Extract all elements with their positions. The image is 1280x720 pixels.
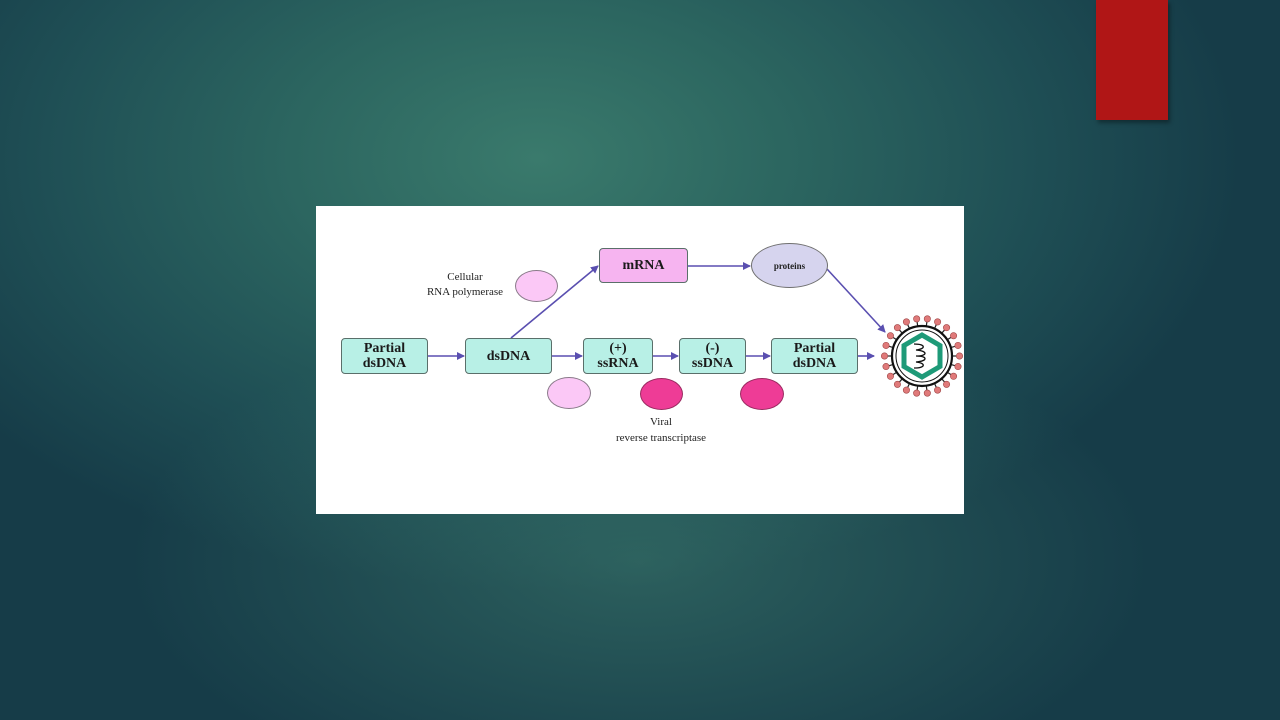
label-cellular-line2: RNA polymerase [426, 286, 504, 298]
virus-spike-tip [902, 318, 910, 326]
label-viral-line2: reverse transcriptase [615, 432, 707, 444]
virus-spike-tip [902, 386, 910, 394]
virus-spike-tip [886, 372, 894, 380]
virus-spike-tip [950, 372, 958, 380]
label-viral-line1: Viral [650, 416, 672, 428]
node-plus-ssrna: (+) ssRNA [583, 338, 653, 374]
virus-spike-tip [880, 352, 888, 360]
node-minus-ssdna: (-) ssDNA [679, 338, 746, 374]
virus-particle-icon [880, 315, 963, 397]
virus-spike-tip [950, 332, 958, 340]
virus-spike-tip [934, 386, 942, 394]
virus-spike-tips [880, 315, 963, 397]
virus-spike-tip [954, 341, 962, 349]
cellular-polymerase-ellipse-2 [547, 377, 591, 409]
virus-spike-tip [943, 324, 951, 332]
node-dsdna: dsDNA [465, 338, 552, 374]
virus-genome [913, 343, 926, 369]
virus-spike-tip [954, 363, 962, 371]
viral-rt-ellipse-2 [740, 378, 784, 410]
accent-bar [1096, 0, 1168, 120]
node-mrna: mRNA [599, 248, 688, 283]
virus-spike-tip [923, 389, 931, 397]
virus-capsid [901, 332, 943, 380]
virus-spike-tip [886, 332, 894, 340]
virus-spike-tip [882, 363, 890, 371]
node-partial-dsdna-start: Partial dsDNA [341, 338, 428, 374]
virus-spike-tip [893, 380, 901, 388]
arrow-dsdna-to-mrna [510, 265, 599, 339]
viral-rt-ellipse-1 [640, 378, 683, 410]
virus-spike-tip [934, 318, 942, 326]
label-cellular-line1: Cellular [447, 271, 483, 283]
diagram-panel: Partial dsDNA dsDNA mRNA proteins (+) ss… [316, 206, 964, 514]
virus-spike-tip [913, 315, 921, 323]
arrow-proteins-to-virion [826, 268, 886, 333]
arrow-layer [428, 262, 963, 397]
virus-spike-tip [923, 315, 931, 323]
node-proteins: proteins [751, 243, 828, 288]
node-proteins-label: proteins [773, 260, 806, 271]
node-partial-dsdna-end: Partial dsDNA [771, 338, 858, 374]
virus-spike-tip [955, 352, 963, 360]
virus-spike-tip [893, 324, 901, 332]
virus-spike-tip [882, 341, 890, 349]
virus-spike-tip [913, 389, 921, 397]
cellular-polymerase-ellipse [515, 270, 558, 302]
virus-spike-tip [943, 380, 951, 388]
